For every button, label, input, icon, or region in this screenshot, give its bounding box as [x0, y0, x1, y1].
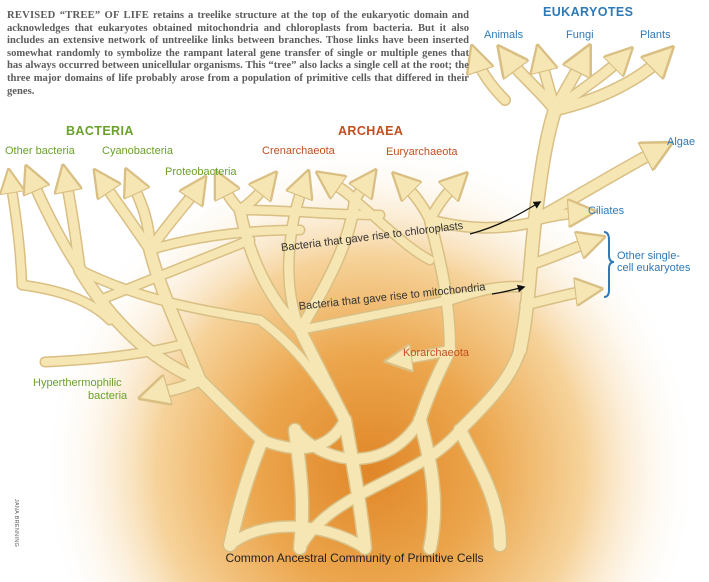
caption-lead: REVISED “TREE” OF LIFE: [7, 10, 150, 21]
branch: [414, 344, 456, 426]
branch: [290, 415, 425, 464]
branch: [65, 175, 85, 275]
group-label-korarchaeota: Korarchaeota: [403, 347, 470, 359]
branch: [76, 266, 264, 324]
group-label-other-bacteria: Other bacteria: [5, 145, 75, 157]
branch: [296, 296, 454, 334]
branch: [100, 178, 155, 255]
branch: [18, 281, 114, 324]
branch: [339, 414, 371, 554]
branch: [235, 205, 305, 335]
branch: [74, 264, 206, 386]
group-label-other-single-cell-2: cell eukaryotes: [617, 262, 691, 274]
branch: [351, 196, 434, 264]
branch: [550, 55, 665, 115]
mitochondria-transfer-arrow: [491, 284, 526, 295]
branch: [224, 434, 268, 551]
group-label-euryarchaeota: Euryarchaeota: [386, 146, 458, 158]
branch: [146, 226, 304, 254]
branch: [256, 316, 349, 424]
branch: [425, 215, 540, 233]
branch: [30, 175, 85, 275]
branch: [225, 521, 370, 553]
root-community-label: Common Ancestral Community of Primitive …: [225, 551, 484, 565]
group-label-hyperthermophilic-2: bacteria: [88, 390, 128, 402]
group-label-fungi: Fungi: [566, 29, 594, 41]
figure-caption: REVISED “TREE” OF LIFE retains a treelik…: [7, 10, 469, 98]
group-label-plants: Plants: [640, 29, 671, 41]
branch: [514, 214, 541, 356]
branch: [414, 414, 441, 554]
illustrator-credit: JANA BRENNING: [13, 498, 20, 548]
group-label-animals: Animals: [484, 29, 524, 41]
domain-label-archaea: ARCHAEA: [338, 124, 404, 138]
branch: [289, 424, 309, 554]
branch: [525, 240, 595, 270]
branch-fill-layer: [10, 55, 665, 554]
branch: [454, 424, 506, 551]
branch: [194, 374, 268, 446]
branch: [144, 244, 206, 386]
branch: [520, 290, 592, 310]
branch: [150, 380, 205, 395]
chloroplast-transfer-arrow: [469, 201, 542, 235]
group-label-crenarchaeota: Crenarchaeota: [262, 145, 335, 157]
caption-body: retains a treelike structure at the top …: [7, 10, 469, 97]
branch: [425, 180, 460, 225]
branch: [10, 178, 26, 289]
branch: [425, 215, 455, 355]
domain-label-eukaryotes: EUKARYOTES: [543, 5, 634, 19]
branch: [145, 185, 200, 255]
group-label-hyperthermophilic-1: Hyperthermophilic: [33, 377, 122, 389]
domain-label-bacteria: BACTERIA: [66, 124, 134, 138]
group-label-cyanobacteria: Cyanobacteria: [102, 145, 173, 157]
branch: [96, 236, 254, 304]
branch: [530, 212, 585, 220]
branch: [454, 344, 526, 436]
branch: [475, 55, 510, 105]
branch: [236, 206, 384, 219]
group-label-algae: Algae: [667, 136, 696, 148]
branch: [530, 148, 662, 225]
group-label-proteobacteria: Proteobacteria: [165, 166, 237, 178]
group-label-ciliates: Ciliates: [588, 205, 625, 217]
branch: [284, 180, 305, 335]
branch: [130, 178, 155, 255]
branch: [41, 341, 184, 366]
group-label-other-single-cell-1: Other single-: [617, 250, 680, 262]
eukaryote-bracket-icon: [603, 231, 615, 298]
branch: [395, 350, 455, 360]
